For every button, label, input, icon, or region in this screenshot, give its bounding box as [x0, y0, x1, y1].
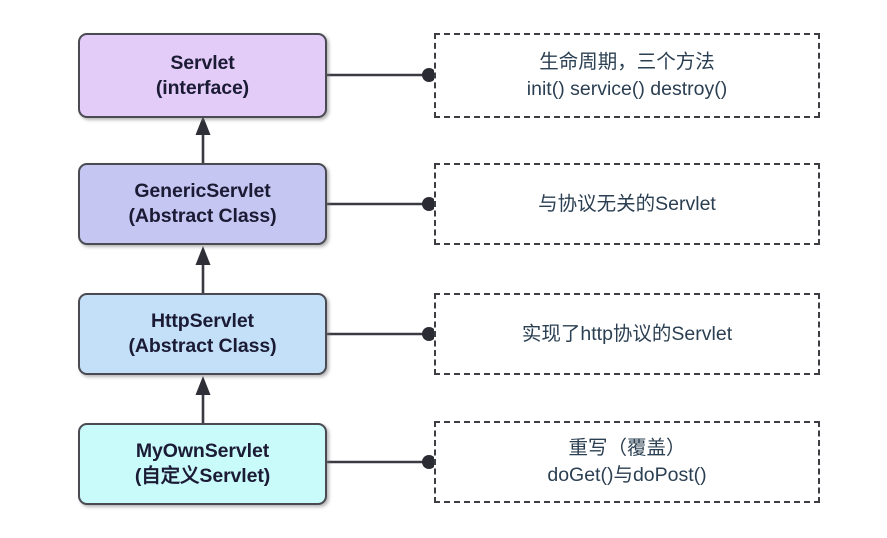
- note-box-servlet-line-1: 生命周期，三个方法: [539, 50, 715, 73]
- note-link-my-own-servlet: [327, 455, 436, 469]
- note-box-my-own-servlet-line-1: 重写（覆盖）: [568, 437, 686, 460]
- note-box-http-servlet-line-1: 实现了http协议的Servlet: [521, 322, 733, 345]
- class-box-my-own-servlet[interactable]: MyOwnServlet (自定义Servlet): [78, 423, 327, 505]
- inheritance-arrow-generic-to-servlet: [195, 116, 211, 163]
- note-box-my-own-servlet: 重写（覆盖） doGet()与doPost(): [434, 421, 820, 503]
- class-box-servlet-name: Servlet: [170, 51, 235, 74]
- class-box-my-own-servlet-kind: (自定义Servlet): [134, 465, 271, 487]
- class-box-my-own-servlet-name: MyOwnServlet: [135, 440, 270, 463]
- note-link-generic-servlet: [327, 197, 436, 211]
- note-box-generic-servlet-line-1: 与协议无关的Servlet: [538, 192, 716, 215]
- note-box-servlet: 生命周期，三个方法 init() service() destroy(): [434, 33, 820, 118]
- class-box-generic-servlet-name: GenericServlet: [134, 180, 271, 203]
- note-box-generic-servlet: 与协议无关的Servlet: [434, 163, 820, 245]
- note-box-http-servlet: 实现了http协议的Servlet: [434, 293, 820, 375]
- note-link-http-servlet: [327, 327, 436, 341]
- note-box-my-own-servlet-line-2: doGet()与doPost(): [547, 464, 707, 486]
- class-box-generic-servlet-kind: (Abstract Class): [128, 205, 277, 227]
- inheritance-arrow-http-to-generic: [195, 246, 211, 293]
- class-box-http-servlet[interactable]: HttpServlet (Abstract Class): [78, 293, 327, 375]
- note-link-servlet: [327, 68, 436, 82]
- class-box-http-servlet-kind: (Abstract Class): [128, 335, 277, 357]
- note-box-servlet-line-2: init() service() destroy(): [526, 77, 728, 100]
- class-box-http-servlet-name: HttpServlet: [151, 310, 254, 333]
- class-box-servlet-kind: (interface): [155, 76, 250, 99]
- class-box-servlet[interactable]: Servlet (interface): [78, 33, 327, 118]
- inheritance-arrow-myown-to-http: [195, 376, 211, 423]
- class-box-generic-servlet[interactable]: GenericServlet (Abstract Class): [78, 163, 327, 245]
